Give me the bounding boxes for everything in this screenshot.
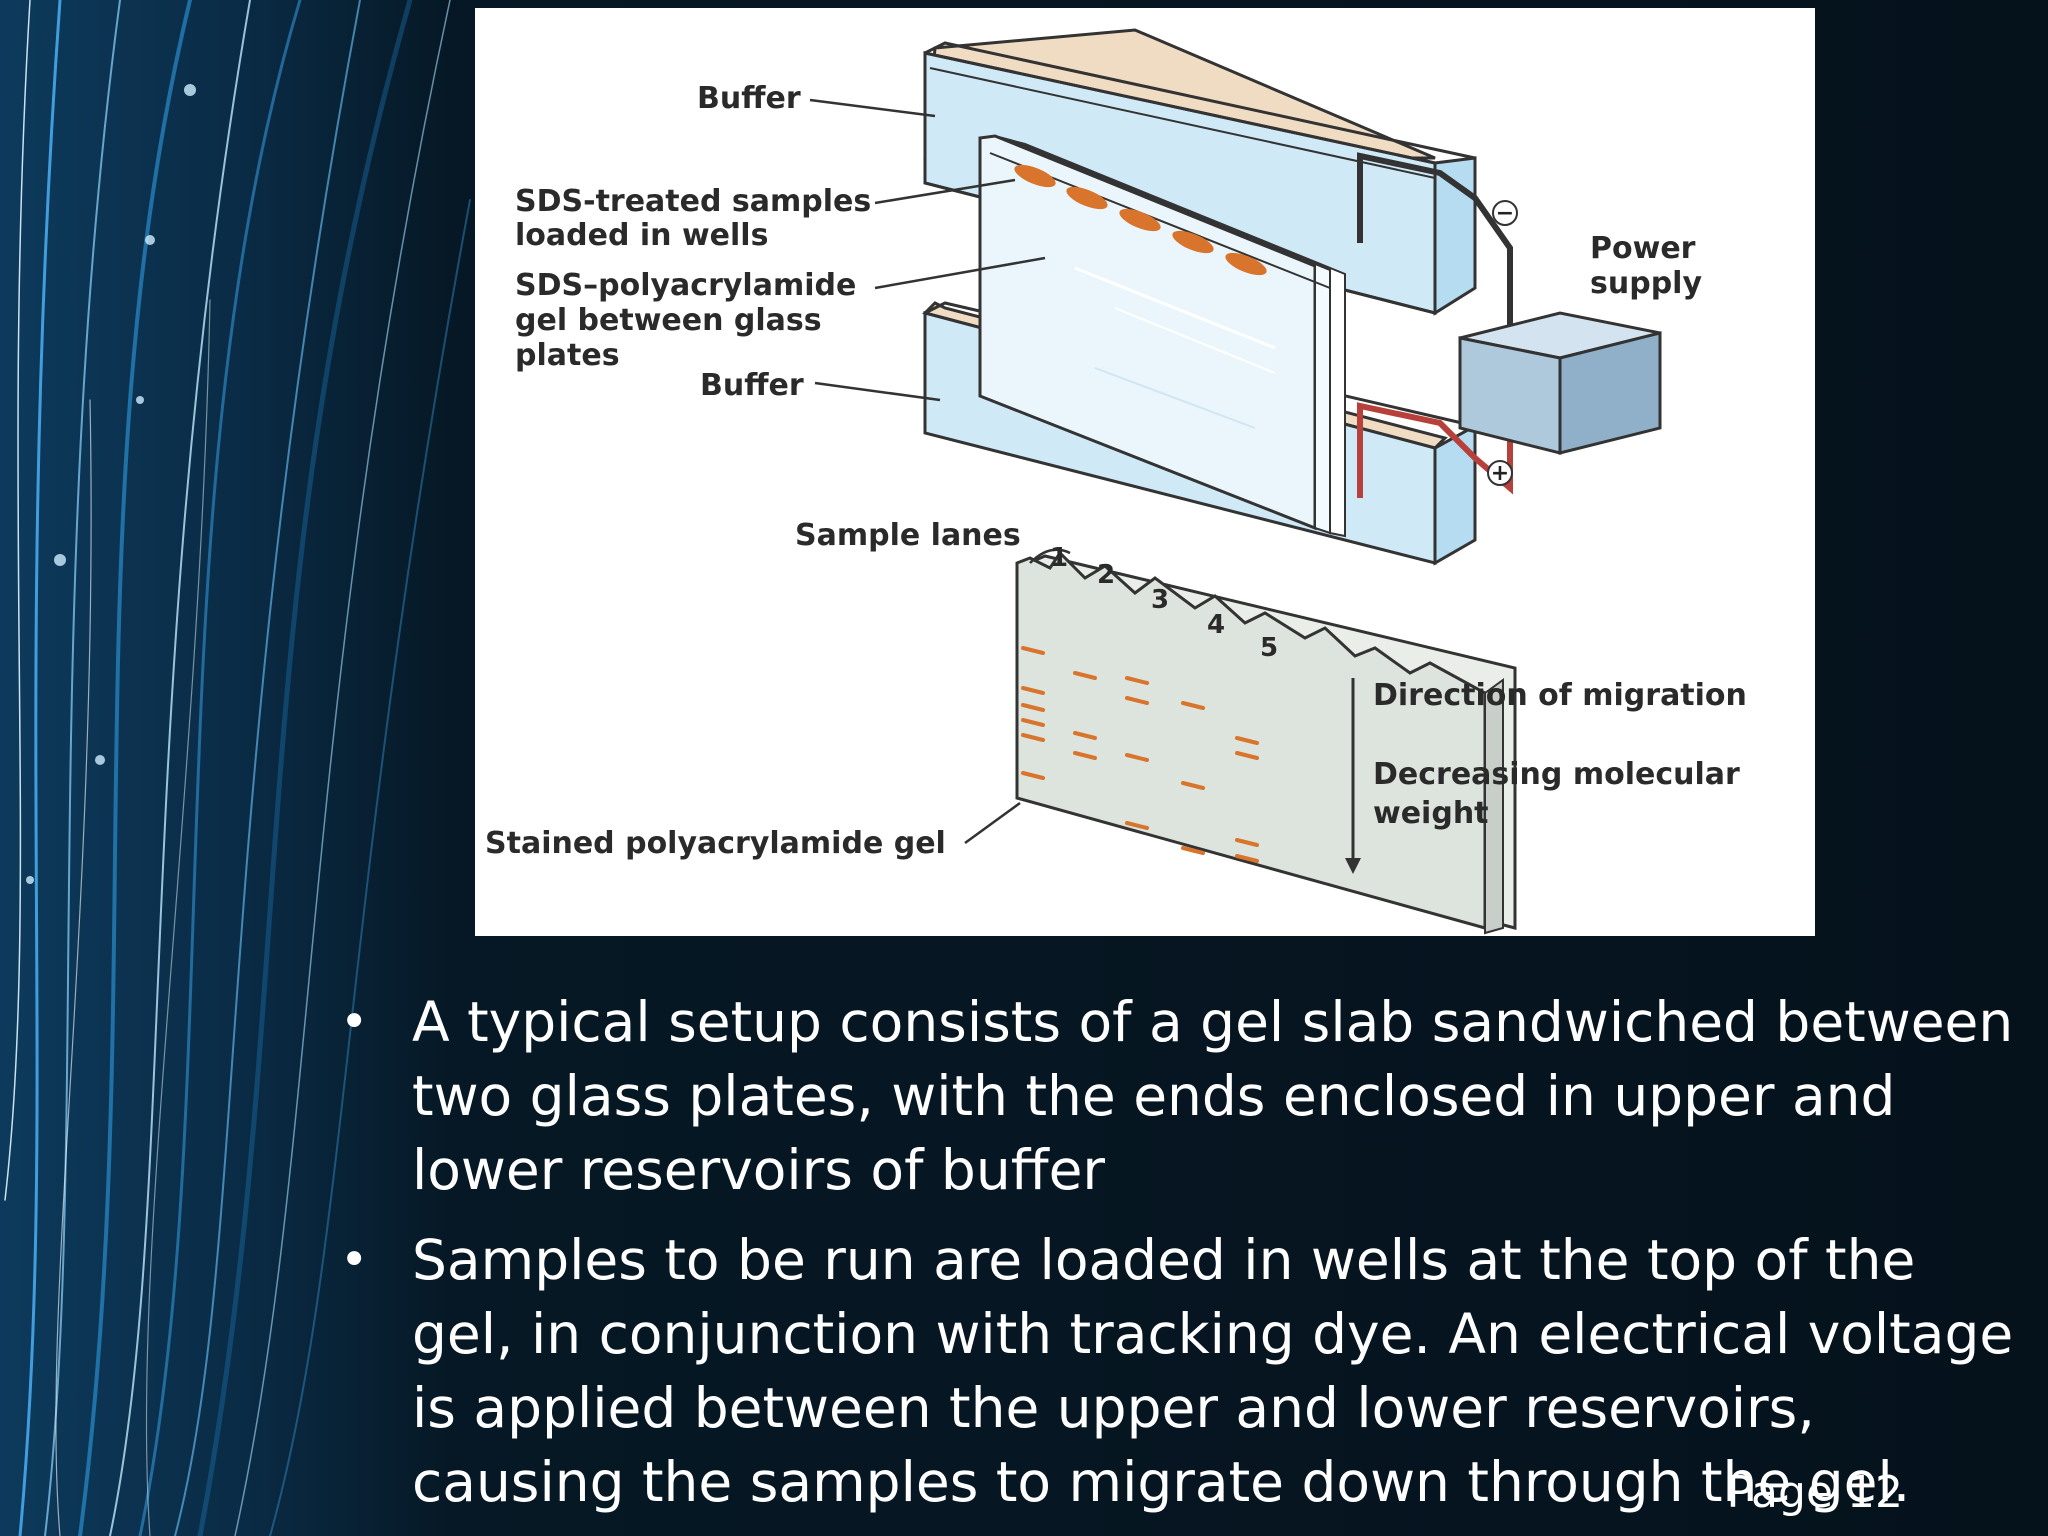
bullet-item: • A typical setup consists of a gel slab… bbox=[340, 985, 2030, 1207]
bullet-glyph: • bbox=[340, 1232, 369, 1288]
leader-lines bbox=[809, 98, 1071, 845]
label-power-line1: Power bbox=[1590, 231, 1696, 266]
migration-arrow bbox=[1345, 678, 1361, 874]
svg-text:+: + bbox=[1491, 461, 1509, 486]
label-decreasing-line1: Decreasing molecular bbox=[1373, 757, 1740, 792]
label-gel-line2: gel between glass bbox=[515, 303, 822, 338]
positive-terminal: + bbox=[1487, 460, 1513, 486]
label-sample-lanes: Sample lanes bbox=[795, 518, 1021, 553]
lane-number-3: 3 bbox=[1151, 585, 1169, 615]
label-power-line2: supply bbox=[1590, 266, 1702, 301]
bullet-glyph: • bbox=[340, 994, 369, 1050]
label-samples-line1: SDS-treated samples bbox=[515, 184, 871, 219]
lane-number-1: 1 bbox=[1050, 543, 1068, 573]
stained-gel bbox=[1015, 550, 1517, 935]
power-supply-box bbox=[1458, 311, 1662, 455]
lane-number-4: 4 bbox=[1207, 610, 1225, 640]
label-buffer-top: Buffer bbox=[697, 81, 801, 116]
svg-text:−: − bbox=[1496, 201, 1514, 226]
upper-buffer-reservoir bbox=[923, 28, 1477, 316]
page-number: Page 12 bbox=[1726, 1467, 1904, 1518]
label-samples-line2: loaded in wells bbox=[515, 218, 768, 253]
bullet-item: • Samples to be run are loaded in wells … bbox=[340, 1223, 2030, 1519]
label-stained-gel: Stained polyacrylamide gel bbox=[485, 826, 946, 861]
bullet-list: • A typical setup consists of a gel slab… bbox=[340, 985, 2030, 1535]
bullet-text: A typical setup consists of a gel slab s… bbox=[412, 990, 2014, 1202]
negative-terminal: − bbox=[1492, 200, 1518, 226]
label-gel-line3: plates bbox=[515, 338, 620, 373]
gel-bands bbox=[1021, 646, 1259, 863]
label-gel-line1: SDS–polyacrylamide bbox=[515, 268, 856, 303]
label-direction-of-migration: Direction of migration bbox=[1373, 678, 1747, 713]
sample-wells bbox=[1014, 164, 1267, 276]
label-decreasing-line2: weight bbox=[1373, 796, 1489, 831]
label-buffer-bottom: Buffer bbox=[700, 368, 804, 403]
lane-number-2: 2 bbox=[1097, 560, 1115, 590]
lane-number-5: 5 bbox=[1260, 633, 1278, 663]
gel-glass-plates bbox=[978, 134, 1346, 538]
bullet-text: Samples to be run are loaded in wells at… bbox=[412, 1228, 2014, 1514]
sds-page-apparatus-diagram: − + bbox=[475, 8, 1815, 936]
